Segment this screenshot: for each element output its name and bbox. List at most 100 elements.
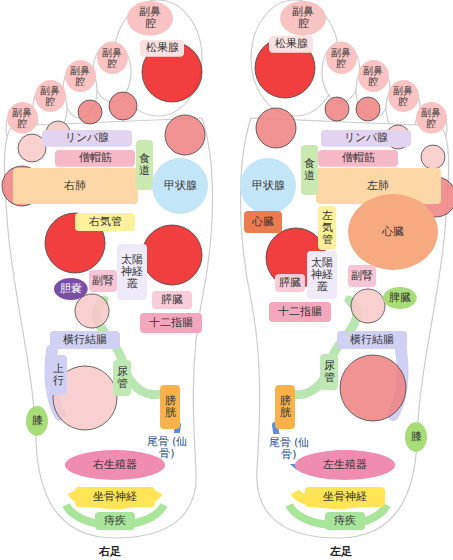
region-label: 副腎 <box>92 275 114 288</box>
organ-band: 僧帽筋 <box>55 150 135 167</box>
toe-region: 副鼻腔 <box>358 60 389 92</box>
region-fill <box>269 36 313 53</box>
organ-region: 心臓 <box>244 211 282 233</box>
region-label: 副鼻腔 <box>12 107 32 129</box>
organ-region: 副腎 <box>348 265 376 287</box>
organ-region: 太陽神経叢 <box>117 244 147 300</box>
organ-region: 膝 <box>405 422 427 452</box>
organ-region: 十二指腸 <box>140 313 202 333</box>
region-fill <box>321 130 411 147</box>
region-fill <box>405 422 427 452</box>
region-label: 横行結腸 <box>63 334 107 347</box>
region-fill <box>7 102 38 134</box>
region-fill <box>269 302 331 322</box>
organ-band: リンパ腺 <box>42 130 132 147</box>
organ-band: 僧帽筋 <box>318 150 398 167</box>
organ-region: 右気管 <box>75 213 135 231</box>
region-fill <box>388 80 419 112</box>
region-label: 副鼻腔 <box>421 107 441 129</box>
region-fill <box>49 355 67 395</box>
region-label: 食道 <box>139 153 150 177</box>
organ-strip: 上行 <box>49 355 67 395</box>
region-label: 尿管 <box>324 360 335 384</box>
region-fill <box>89 270 117 292</box>
region-label: 膝 <box>411 431 422 444</box>
organ-band: 痔疾 <box>325 512 365 530</box>
toe-region: 副鼻腔 <box>127 1 173 36</box>
region-fill <box>152 158 208 214</box>
region-fill <box>320 354 338 390</box>
region-label: 副鼻腔 <box>363 65 383 87</box>
region-label: 副鼻腔 <box>102 47 122 69</box>
organ-strip: 膀胱 <box>275 385 295 429</box>
organ-region: 右生殖器 <box>65 450 165 480</box>
region-fill <box>325 512 365 530</box>
region-label: 甲状腺 <box>252 180 285 193</box>
foot-caption: 右足 <box>99 544 121 559</box>
region-fill <box>280 1 326 36</box>
region-label: 右肺 <box>64 180 86 193</box>
region-fill <box>358 60 389 92</box>
region-label: 副鼻腔 <box>331 47 351 69</box>
region-fill <box>416 102 447 134</box>
toe-region: 副鼻腔 <box>7 102 38 134</box>
region-label: 坐骨神経 <box>323 491 367 504</box>
region-fill <box>337 331 407 349</box>
organ-band: 坐骨神経 <box>75 487 155 507</box>
region-label: 上行 <box>53 363 64 387</box>
toe-region: 副鼻腔 <box>65 60 96 92</box>
region-fill <box>152 291 192 309</box>
organ-region: 脾臓 <box>383 287 417 309</box>
organ-region: 心臓 <box>348 194 438 270</box>
toe-region: 副鼻腔 <box>388 80 419 112</box>
organ-region: 胆嚢 <box>54 278 88 300</box>
region-label: 副腎 <box>351 270 373 283</box>
region-label: リンパ腺 <box>65 132 109 145</box>
region-fill <box>275 385 295 429</box>
organ-strip: 食道 <box>301 145 318 195</box>
region-label: 松果腺 <box>275 38 308 51</box>
region-label: 副鼻腔 <box>139 6 161 30</box>
region-fill <box>301 145 318 195</box>
organ-region: 膵臓 <box>275 274 305 292</box>
region-label: 心臓 <box>382 226 404 239</box>
organ-region: 甲状腺 <box>240 158 296 214</box>
region-fill <box>65 450 165 480</box>
toe-region: 副鼻腔 <box>280 1 326 36</box>
region-label: 膝 <box>32 415 43 428</box>
region-label: 心臓 <box>252 216 274 229</box>
organ-region: 太陽神経叢 <box>307 251 337 299</box>
region-fill <box>136 140 153 190</box>
region-label: 左気管 <box>322 210 333 246</box>
organ-region: 横行結腸 <box>50 331 120 349</box>
organ-region: 横行結腸 <box>337 331 407 349</box>
region-label: 副鼻腔 <box>70 65 90 87</box>
region-fill <box>50 331 120 349</box>
organ-region: 十二指腸 <box>269 302 331 322</box>
region-label: 脾臓 <box>389 292 411 305</box>
region-fill <box>127 1 173 36</box>
organ-strip: 尿管 <box>113 360 131 396</box>
region-fill <box>240 158 296 214</box>
region-label: 僧帽筋 <box>342 152 375 165</box>
region-fill <box>140 313 202 333</box>
region-fill <box>75 487 155 507</box>
region-fill <box>35 80 66 112</box>
region-label: 十二指腸 <box>278 306 322 319</box>
region-fill <box>13 168 138 204</box>
region-fill <box>95 512 135 530</box>
region-fill <box>348 194 438 270</box>
region-label: 左肺 <box>367 180 389 193</box>
region-label: 副鼻腔 <box>40 85 60 107</box>
region-fill <box>326 42 357 74</box>
region-fill <box>117 244 147 300</box>
organ-strip: 膀胱 <box>160 385 180 429</box>
region-fill <box>275 274 305 292</box>
region-fill <box>113 360 131 396</box>
region-fill <box>26 406 48 436</box>
region-label: 膀胱 <box>280 395 291 419</box>
organ-band: 坐骨神経 <box>305 487 385 507</box>
region-fill <box>97 42 128 74</box>
region-fill <box>318 150 398 167</box>
